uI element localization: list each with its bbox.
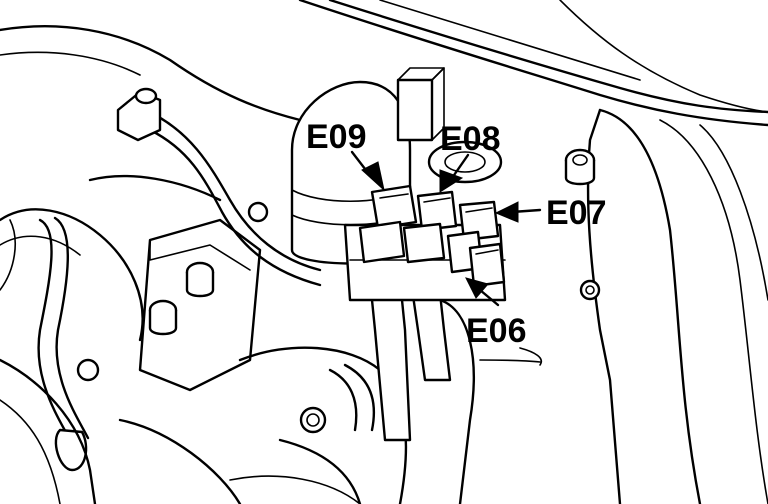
engine-block-left bbox=[0, 174, 262, 504]
hood-panel bbox=[0, 0, 768, 127]
arrow-e09 bbox=[350, 150, 385, 192]
brake-lines bbox=[37, 108, 322, 472]
arrow-e07 bbox=[494, 201, 542, 223]
bracket-upper-left bbox=[116, 87, 269, 223]
connector-e08 bbox=[402, 190, 458, 264]
upper-post bbox=[396, 67, 503, 184]
label-e08: E08 bbox=[440, 120, 501, 158]
fender-panel bbox=[579, 108, 768, 504]
connector-block bbox=[343, 184, 507, 302]
bolts-left-bracket bbox=[76, 261, 327, 434]
connector-e07 bbox=[446, 200, 500, 274]
arrow-e08 bbox=[439, 153, 470, 193]
label-e09: E09 bbox=[306, 118, 367, 156]
arrow-e06 bbox=[465, 277, 500, 307]
label-e07: E07 bbox=[546, 194, 607, 232]
connector-e06 bbox=[468, 242, 506, 288]
connector-e09 bbox=[358, 184, 418, 264]
bolt-top-right bbox=[564, 148, 596, 186]
callout-arrows bbox=[350, 150, 542, 307]
label-e06: E06 bbox=[466, 312, 527, 350]
